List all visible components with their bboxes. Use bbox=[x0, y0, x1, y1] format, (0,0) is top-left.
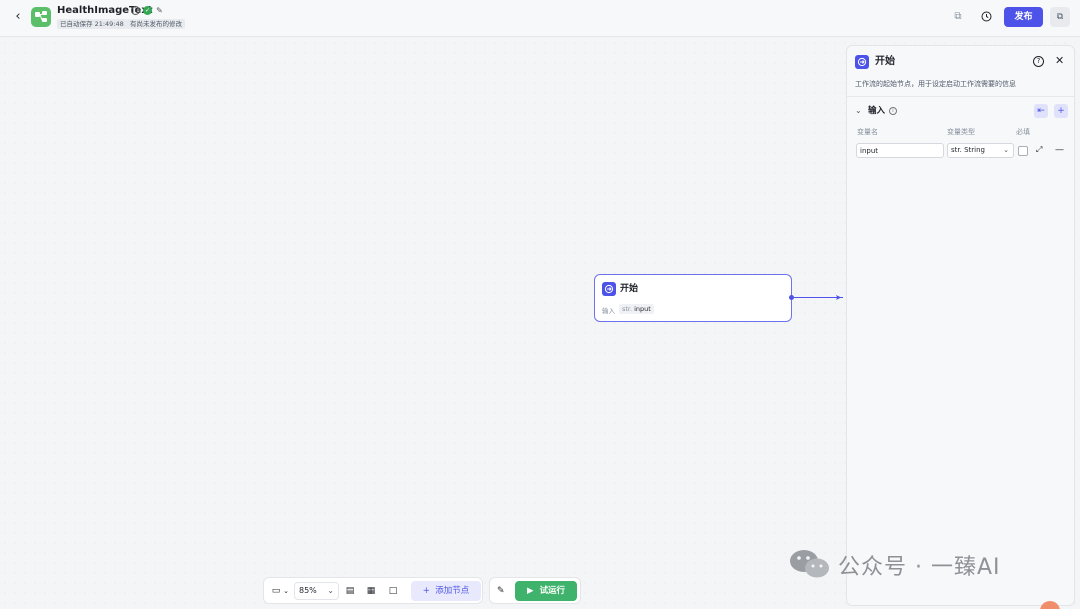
chevron-down-icon[interactable]: ⌄ bbox=[283, 587, 289, 595]
comment-icon[interactable]: ▤ bbox=[345, 586, 355, 596]
chevron-down-icon: ⌄ bbox=[327, 586, 334, 595]
panel-description: 工作流的起始节点，用于设定启动工作流需要的信息 bbox=[855, 80, 1016, 88]
variable-type-select[interactable]: str. String⌄ bbox=[947, 143, 1014, 158]
close-icon[interactable]: ✕ bbox=[1055, 54, 1065, 67]
remove-icon[interactable]: — bbox=[1055, 145, 1064, 155]
workflow-icon bbox=[31, 7, 51, 27]
back-icon[interactable]: ‹ bbox=[15, 9, 21, 24]
canvas-toolbar: ▭ ⌄ 85%⌄ ▤ ▦ □ + 添加节点 bbox=[263, 577, 483, 604]
duplicate-icon[interactable]: ⧉ bbox=[1050, 7, 1070, 27]
wechat-icon bbox=[788, 547, 832, 585]
expand-icon[interactable]: ⤢ bbox=[1036, 145, 1043, 154]
publish-button[interactable]: 发布 bbox=[1004, 7, 1043, 27]
node-config-panel: 开始 ? ✕ 工作流的起始节点，用于设定启动工作流需要的信息 ⌄ 输入 i ⇤ … bbox=[846, 45, 1075, 606]
chevron-down-icon: ⌄ bbox=[1003, 146, 1009, 154]
divider bbox=[847, 96, 1074, 97]
start-node-input-label: 输入 bbox=[602, 307, 615, 315]
pointer-icon[interactable]: □ bbox=[388, 586, 398, 596]
start-node-title: 开始 bbox=[620, 284, 639, 294]
app-title: HealthImageText bbox=[57, 5, 153, 16]
start-node-icon bbox=[855, 55, 869, 69]
import-icon[interactable]: ⇤ bbox=[1034, 104, 1048, 118]
start-node-input-chip: str.input bbox=[619, 304, 654, 314]
test-run-button[interactable]: ▶ 试运行 bbox=[515, 581, 577, 601]
top-bar: ‹ HealthImageText i ✓ ✎ 已自动保存 21:49:48 有… bbox=[0, 0, 1080, 37]
autosave-badge: 已自动保存 21:49:48 bbox=[57, 19, 127, 29]
start-node[interactable]: 开始 输入 str.input bbox=[594, 274, 792, 322]
start-node-icon bbox=[602, 282, 616, 296]
panel-title: 开始 bbox=[875, 56, 895, 67]
variable-name-input[interactable] bbox=[856, 143, 944, 158]
check-icon: ✓ bbox=[143, 6, 152, 15]
watermark-text: 公众号 · 一臻AI bbox=[838, 555, 1001, 580]
help-icon[interactable]: ? bbox=[1033, 56, 1044, 67]
column-header-name: 变量名 bbox=[857, 128, 878, 136]
unpublished-badge: 有尚未发布的修改 bbox=[127, 19, 185, 29]
copy-icon[interactable]: ⧉ bbox=[954, 11, 962, 22]
required-checkbox[interactable] bbox=[1018, 146, 1028, 156]
add-variable-button[interactable]: + bbox=[1054, 104, 1068, 118]
run-toolbar: ✎ ▶ 试运行 bbox=[489, 577, 581, 604]
minimap-icon[interactable]: ▭ bbox=[271, 586, 281, 596]
add-node-button[interactable]: + 添加节点 bbox=[411, 581, 481, 601]
history-icon[interactable] bbox=[978, 9, 994, 25]
info-icon[interactable]: i bbox=[889, 107, 897, 115]
layout-icon[interactable]: ▦ bbox=[366, 586, 376, 596]
column-header-type: 变量类型 bbox=[947, 128, 975, 136]
edge-line bbox=[794, 297, 843, 298]
corner-decoration bbox=[1040, 601, 1060, 609]
info-icon[interactable]: i bbox=[131, 6, 140, 15]
output-port[interactable] bbox=[789, 295, 794, 300]
column-header-required: 必填 bbox=[1016, 128, 1030, 136]
chevron-down-icon[interactable]: ⌄ bbox=[855, 106, 862, 115]
zoom-select[interactable]: 85%⌄ bbox=[294, 582, 339, 600]
edit-icon[interactable]: ✎ bbox=[156, 6, 163, 15]
arrow-icon: ➤ bbox=[835, 293, 842, 302]
input-section-title[interactable]: 输入 bbox=[868, 106, 886, 116]
pen-icon[interactable]: ✎ bbox=[497, 586, 505, 596]
